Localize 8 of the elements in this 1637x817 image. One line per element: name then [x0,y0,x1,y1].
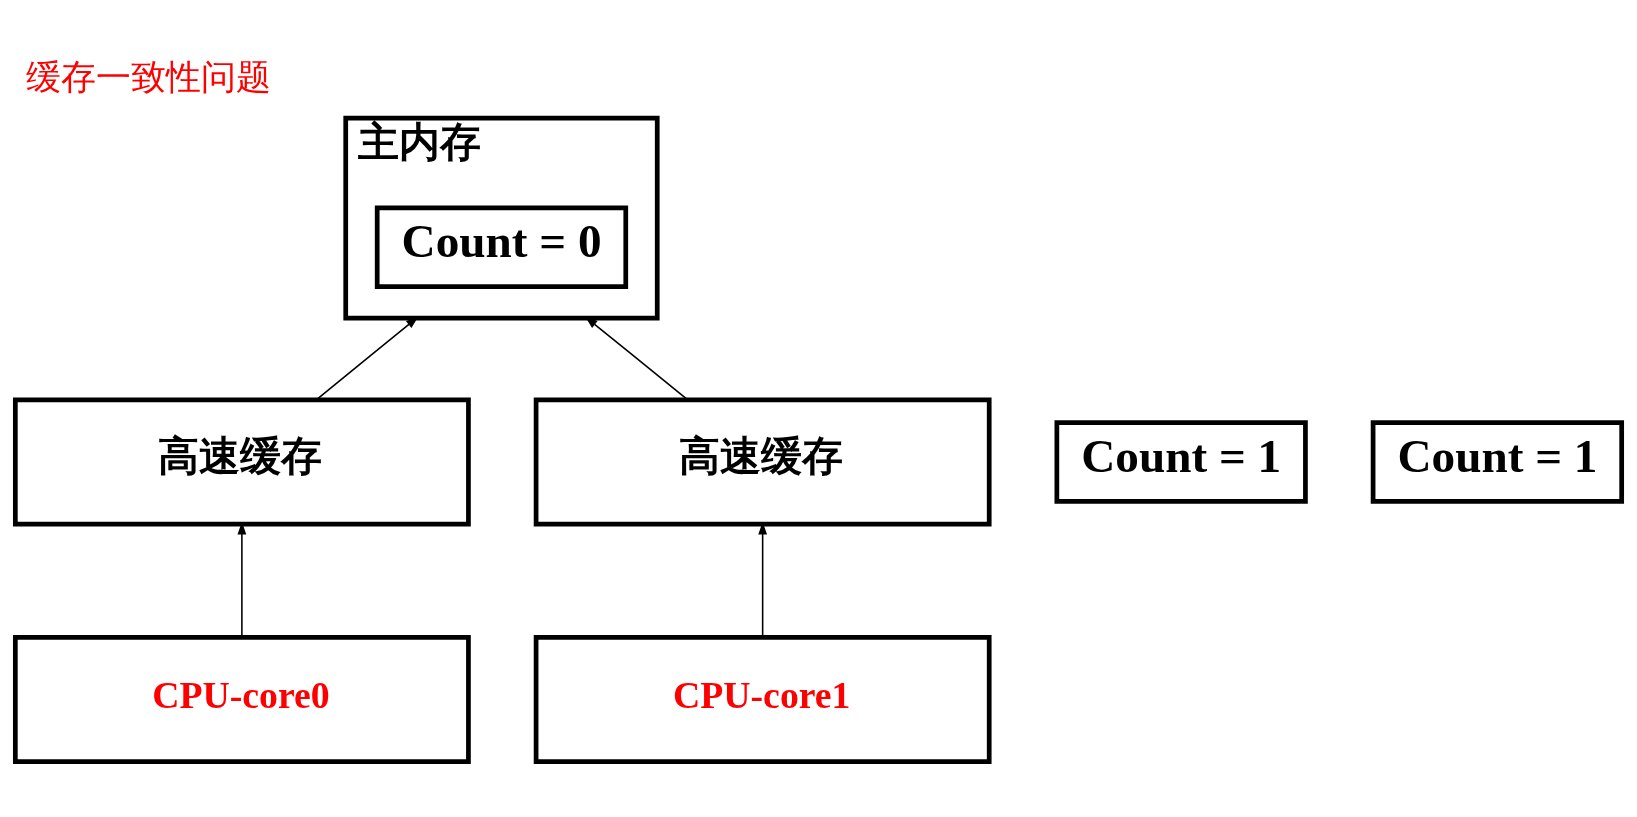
node-box: Count = 1 [1370,420,1625,504]
node-box: Count = 0 [374,205,629,289]
node-box: 高速缓存 [12,397,471,527]
node-box: CPU-core0 [12,635,471,765]
node-box: Count = 1 [1054,420,1308,504]
node-box: CPU-core1 [533,635,992,765]
diagram-title: 缓存一致性问题 [25,57,271,98]
node-box: 高速缓存 [533,397,992,527]
